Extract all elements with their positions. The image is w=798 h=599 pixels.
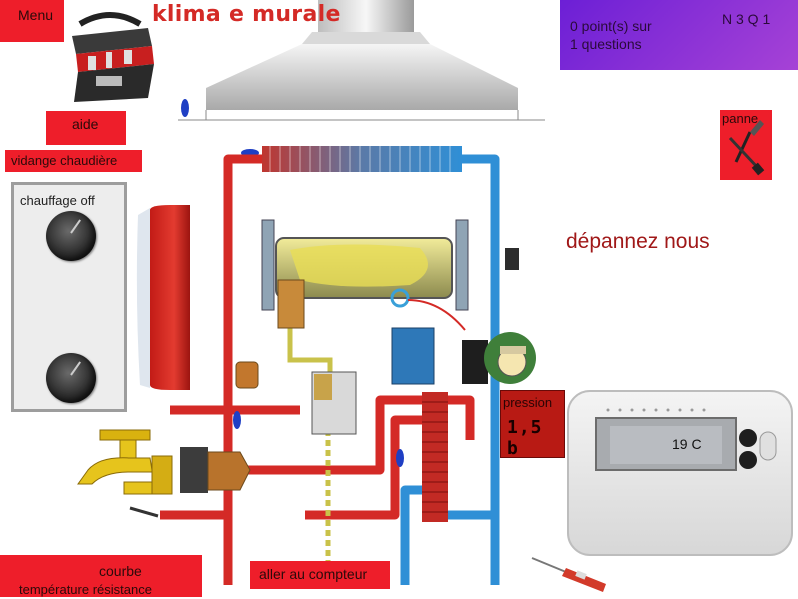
level-indicator: N 3 Q 1 xyxy=(722,11,771,27)
drip-blue xyxy=(181,99,189,117)
tester-screwdriver-icon xyxy=(531,557,606,592)
compteur-button[interactable]: aller au compteur xyxy=(250,561,390,589)
heating-status-label: chauffage off xyxy=(20,193,95,208)
score-text-line2: 1 questions xyxy=(570,36,642,52)
expansion-tank xyxy=(150,205,190,390)
screwdriver-icon xyxy=(728,120,765,176)
vidange-label: vidange chaudière xyxy=(11,153,118,168)
page-title: klima e murale xyxy=(152,2,341,27)
courbe-button[interactable]: courbe température résistance xyxy=(0,555,202,597)
aide-label: aide xyxy=(72,116,99,132)
faucet-icon xyxy=(77,429,173,495)
vidange-chaudiere-button[interactable]: vidange chaudière xyxy=(5,150,142,172)
heating-panel: chauffage off xyxy=(11,182,127,412)
toolbox-icon xyxy=(66,6,154,102)
cold-pipe-right xyxy=(462,154,500,585)
compteur-label: aller au compteur xyxy=(259,566,368,582)
chimney xyxy=(318,0,414,32)
status-message: dépannez nous xyxy=(566,230,710,253)
menu-label: Menu xyxy=(18,7,54,23)
menu-button[interactable]: Menu xyxy=(0,0,64,42)
pressure-label: pression xyxy=(503,395,553,410)
panne-button[interactable]: panne xyxy=(720,110,772,180)
hood xyxy=(206,44,518,110)
room-thermostat xyxy=(567,390,793,556)
pressure-value: 1,5 b xyxy=(507,417,543,459)
plate-exchanger xyxy=(422,392,448,522)
heating-knob-top[interactable] xyxy=(46,211,96,261)
thermostat-display[interactable]: 19 C xyxy=(672,436,702,452)
score-panel: 0 point(s) sur 1 questions N 3 Q 1 xyxy=(560,0,798,70)
score-text-line1: 0 point(s) sur xyxy=(570,18,652,34)
courbe-label-line2: température résistance xyxy=(19,582,152,597)
courbe-label-line1: courbe xyxy=(99,563,142,579)
heating-knob-bottom[interactable] xyxy=(46,353,96,403)
panne-label: panne xyxy=(722,111,759,126)
pressure-gauge[interactable]: pression 1,5 b xyxy=(500,390,565,459)
hot-pipe-left xyxy=(223,154,262,585)
heat-exchanger xyxy=(262,146,462,172)
aide-button[interactable]: aide xyxy=(46,111,126,145)
